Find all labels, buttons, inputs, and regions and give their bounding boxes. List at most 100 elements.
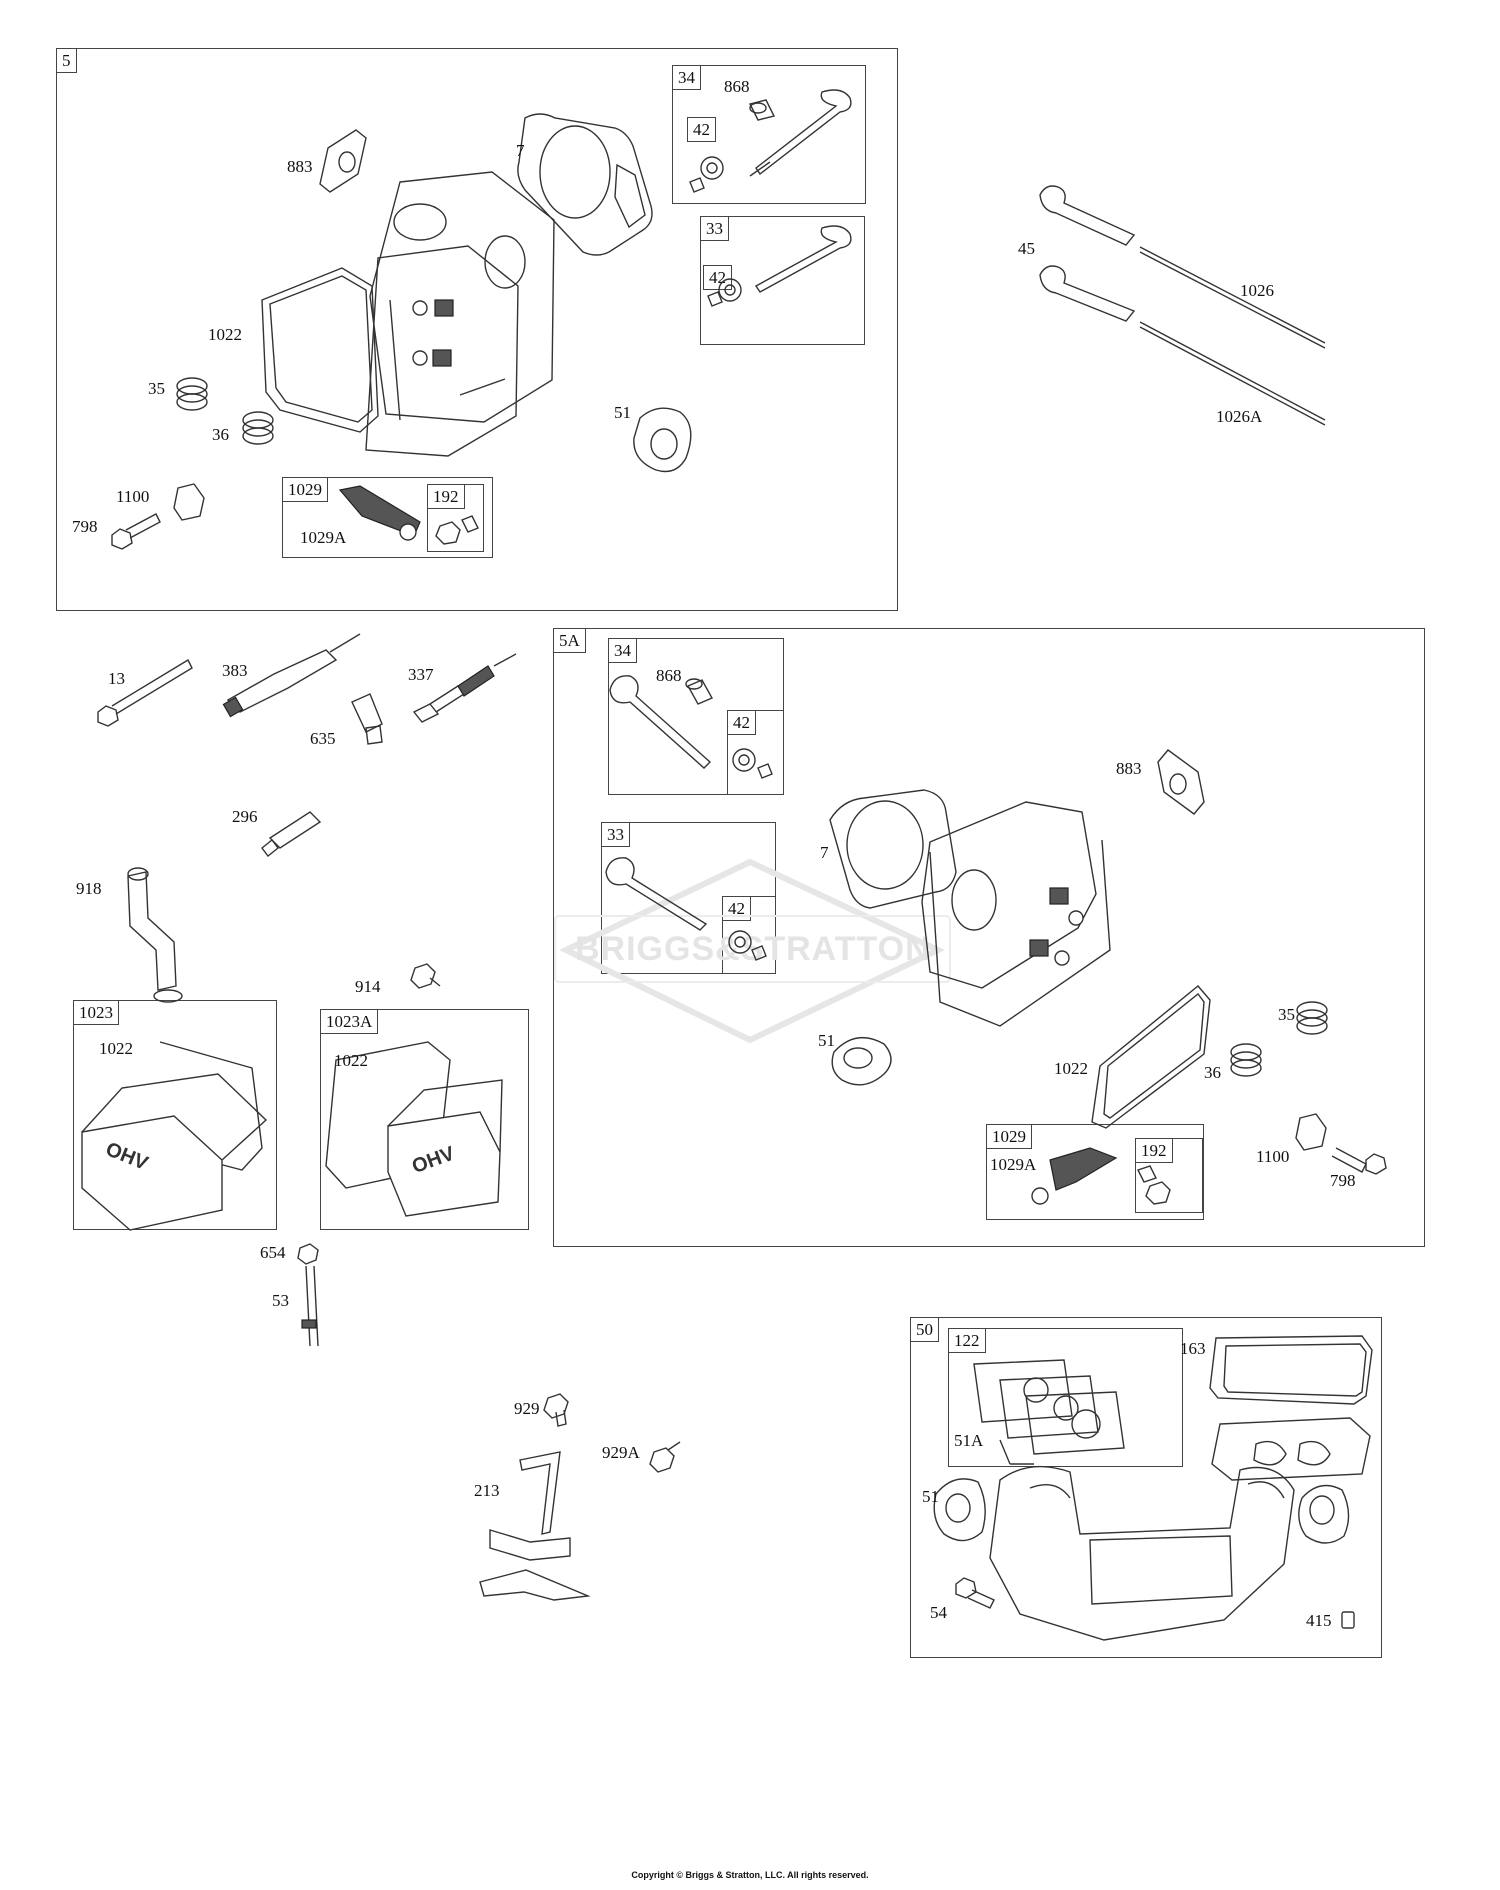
watermark-text: BRIGGS&STRATTON <box>575 930 931 968</box>
spark-plug-lead-383 <box>222 633 361 718</box>
nut-192-5a <box>1137 1165 1171 1205</box>
label-1026: 1026 <box>1240 281 1274 300</box>
kit-33-top-frame <box>700 216 865 345</box>
spring-35-top <box>176 377 208 411</box>
label-383: 383 <box>222 661 248 680</box>
gaskets-122-51A <box>973 1359 1125 1465</box>
label-163: 163 <box>1180 1339 1206 1358</box>
kit-1029-top-tag: 1029 <box>282 477 328 502</box>
kit-42-c-tag: 42 <box>727 710 756 735</box>
label-7-top: 7 <box>516 141 525 160</box>
gasket-883-5a <box>1157 749 1205 815</box>
spring-36-5a <box>1230 1043 1262 1077</box>
kit-42-b-tag: 42 <box>703 265 732 290</box>
kit-34-top-tag: 34 <box>672 65 701 90</box>
kit-5-tag: 5 <box>56 48 77 73</box>
kit-34-5a-tag: 34 <box>608 638 637 663</box>
kit-50-tag: 50 <box>910 1317 939 1342</box>
label-1026A: 1026A <box>1216 407 1263 426</box>
keeper-42-d <box>728 930 767 961</box>
label-883-top: 883 <box>287 157 313 176</box>
head-gasket-7-top <box>517 113 653 256</box>
label-1022-kit1023: 1022 <box>99 1039 133 1058</box>
label-1022-5a: 1022 <box>1054 1059 1088 1078</box>
kit-42-a-tag: 42 <box>687 117 716 142</box>
label-868-top: 868 <box>724 77 750 96</box>
gasket-right-kit50 <box>1298 1484 1350 1544</box>
kit-5-frame <box>56 48 898 611</box>
cylinder-head-5a <box>921 801 1111 1027</box>
tube-296 <box>261 811 322 857</box>
label-36-5a: 36 <box>1204 1063 1221 1082</box>
exhaust-manifold <box>989 1465 1295 1641</box>
seal-868-5a <box>685 678 713 705</box>
rocker-1029A-top <box>338 485 421 541</box>
label-213: 213 <box>474 1481 500 1500</box>
spark-plug-337 <box>412 653 517 723</box>
kit-5A-tag: 5A <box>553 628 586 653</box>
spark-plug-boot-635 <box>351 693 383 745</box>
label-53: 53 <box>272 1291 289 1310</box>
label-7-5a: 7 <box>820 843 829 862</box>
label-1022-top: 1022 <box>208 325 242 344</box>
label-1100-top: 1100 <box>116 487 150 506</box>
label-13: 13 <box>108 669 125 688</box>
label-1100-5a: 1100 <box>1256 1147 1290 1166</box>
spring-36-top <box>242 411 274 445</box>
label-918: 918 <box>76 879 102 898</box>
rocker-1029A-5a <box>1031 1147 1118 1205</box>
gasket-51-kit50 <box>933 1478 986 1542</box>
kit-1023A-frame <box>320 1009 529 1230</box>
kit-33-5a-tag: 33 <box>601 822 630 847</box>
kit-5A-frame <box>553 628 1425 1247</box>
bolt-798-5a <box>1331 1147 1387 1175</box>
label-35-5a: 35 <box>1278 1005 1295 1024</box>
stud-53 <box>301 1265 319 1347</box>
label-635: 635 <box>310 729 336 748</box>
label-798-top: 798 <box>72 517 98 536</box>
bracket-213 <box>479 1451 591 1601</box>
nut-192-top <box>435 515 479 545</box>
kit-50-frame <box>910 1317 1382 1658</box>
label-51A: 51A <box>954 1431 984 1450</box>
seal-868-top <box>748 99 776 121</box>
guide-1100-top <box>173 483 205 521</box>
copyright-notice: Copyright © Briggs & Stratton, LLC. All … <box>631 1870 869 1880</box>
lifter-45-lower <box>1039 265 1326 426</box>
valve-cover-1023A: OHV <box>325 1041 503 1217</box>
breather-tube-918 <box>127 867 183 1003</box>
label-51-top: 51 <box>614 403 631 422</box>
valve-cover-gasket-1022-top <box>261 267 379 433</box>
spring-35-5a <box>1296 1001 1328 1035</box>
head-gasket-7-5a <box>829 789 957 909</box>
screw-929 <box>543 1393 569 1427</box>
guide-1100-5a <box>1295 1113 1327 1151</box>
screw-914 <box>410 963 441 989</box>
nut-654 <box>297 1243 319 1265</box>
label-1029A-5a: 1029A <box>990 1155 1037 1174</box>
label-914: 914 <box>355 977 381 996</box>
kit-1023A-tag: 1023A <box>320 1009 379 1034</box>
valve-34-top <box>749 89 852 177</box>
screw-929A <box>649 1441 681 1473</box>
plug-415 <box>1341 1611 1355 1629</box>
gasket-plate-lower <box>1211 1417 1371 1481</box>
label-36-top: 36 <box>212 425 229 444</box>
bolt-798-top <box>111 513 161 550</box>
gasket-51-5a <box>831 1036 892 1086</box>
label-51-kit50: 51 <box>922 1487 939 1506</box>
kit-122-tag: 122 <box>948 1328 986 1353</box>
label-296: 296 <box>232 807 258 826</box>
lifter-45-upper <box>1039 185 1326 349</box>
keeper-42-a <box>689 156 724 193</box>
label-929A: 929A <box>602 1443 640 1462</box>
kit-122-frame <box>948 1328 1183 1467</box>
kit-33-top-tag: 33 <box>700 216 729 241</box>
label-54: 54 <box>930 1603 947 1622</box>
bolt-54 <box>955 1577 995 1609</box>
keeper-42-c <box>732 748 773 779</box>
kit-192-5a-tag: 192 <box>1135 1138 1173 1163</box>
label-415: 415 <box>1306 1611 1332 1630</box>
